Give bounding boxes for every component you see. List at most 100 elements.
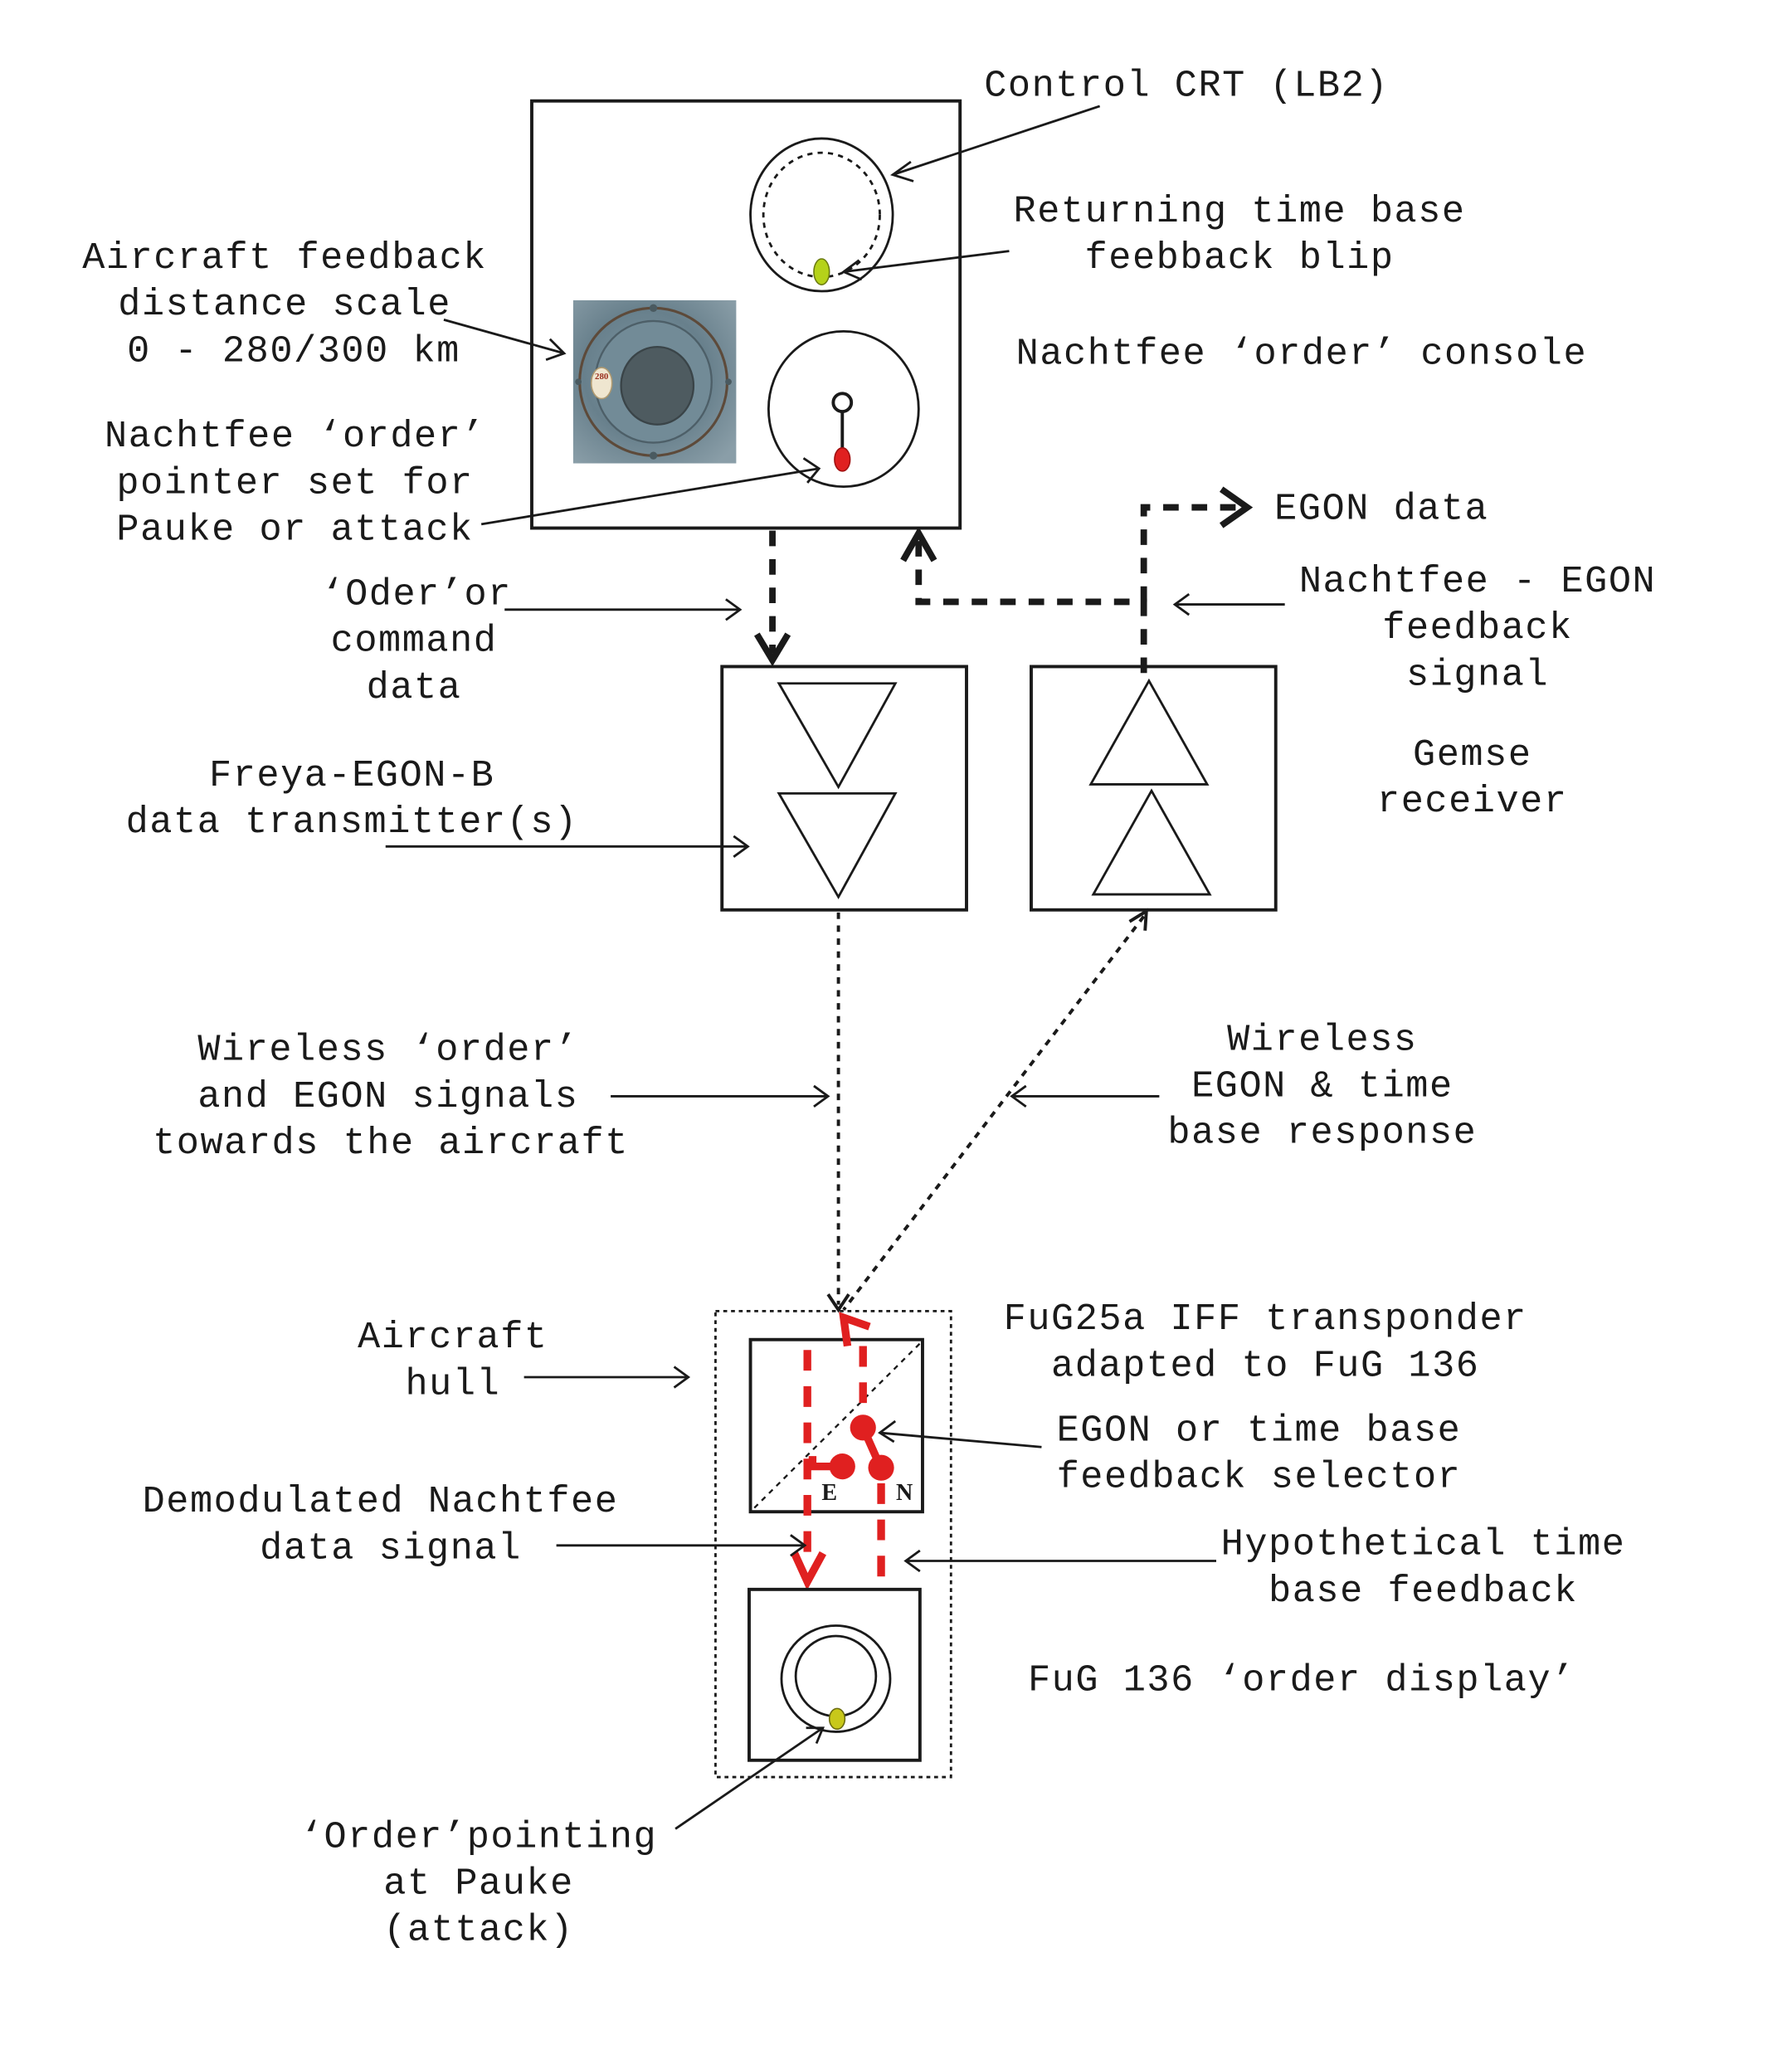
label-text: signal xyxy=(1406,653,1549,696)
transmitter-box xyxy=(720,665,968,912)
transponder-box xyxy=(748,1337,924,1514)
transmitter-antenna-icon xyxy=(777,791,898,900)
label-text: Aircraft feedback xyxy=(82,236,487,280)
control-crt xyxy=(749,137,894,293)
label-text: Demodulated Nachtfee xyxy=(143,1480,619,1523)
arrowhead-icon xyxy=(903,1549,921,1573)
arrowhead-icon xyxy=(790,1534,807,1557)
label-order-console: Nachtfee ‘order’ console xyxy=(1016,332,1588,375)
label-text: Freya-EGON-B xyxy=(209,754,494,797)
label-text: Nachtfee - EGON xyxy=(1299,560,1656,603)
crt-outer-ring xyxy=(749,137,894,293)
label-text: FuG25a IFF transponder xyxy=(1004,1298,1527,1341)
label-text: Wireless xyxy=(1227,1018,1418,1061)
arrowhead-icon xyxy=(889,160,914,183)
label-text: feedback xyxy=(1382,606,1573,650)
arrowhead-icon xyxy=(802,457,821,484)
switch-contact-n xyxy=(868,1454,894,1481)
label-order-display: FuG 136 ‘order display’ xyxy=(1028,1659,1575,1702)
leader-line xyxy=(443,318,565,355)
hull-dotted-outline xyxy=(714,1310,952,1779)
leader-line xyxy=(674,1726,824,1830)
arrowhead-icon xyxy=(1172,592,1191,616)
label-text: towards the aircraft xyxy=(153,1122,629,1165)
arrowhead-up-icon xyxy=(839,1312,871,1347)
order-blip xyxy=(828,1707,846,1731)
pointer-pivot xyxy=(831,392,854,414)
label-oder-command: ‘Oder’or command data xyxy=(321,573,743,709)
leader-line xyxy=(843,250,1010,274)
label-text: receiver xyxy=(1377,780,1568,823)
arrowhead-icon xyxy=(673,1366,691,1389)
arrowhead-down-icon xyxy=(754,632,791,667)
order-pointer-dial xyxy=(767,329,920,489)
screw-icon xyxy=(575,378,582,386)
label-text: distance scale xyxy=(118,283,451,326)
arrowhead-icon xyxy=(545,338,567,362)
label-returning-blip: Returning time base feebback blip xyxy=(841,190,1466,281)
label-text: ‘Oder’or xyxy=(321,573,512,616)
receiver-antenna-icon xyxy=(1091,788,1212,896)
label-fug25a: FuG25a IFF transponder adapted to FuG 13… xyxy=(1004,1298,1527,1387)
label-text: data xyxy=(367,666,462,709)
label-text: pointer set for xyxy=(116,461,473,504)
label-text: adapted to FuG 136 xyxy=(1051,1344,1479,1387)
arrowhead-icon xyxy=(841,259,863,281)
arrowhead-down-icon xyxy=(791,1551,826,1590)
label-text: data signal xyxy=(260,1526,522,1570)
pointer-dial-ring xyxy=(767,329,920,489)
switch-label-e: E xyxy=(821,1480,837,1506)
leader-line xyxy=(480,467,820,526)
label-demodulated: Demodulated Nachtfee data signal xyxy=(143,1480,807,1570)
label-order-pointer: Nachtfee ‘order’ pointer set for Pauke o… xyxy=(105,415,821,552)
feedback-dashed-line xyxy=(915,541,1147,674)
label-order-pointing: ‘Order’pointing at Pauke (attack) xyxy=(300,1726,825,1952)
arrowhead-up-icon xyxy=(1128,908,1148,931)
feedback-link xyxy=(900,526,1147,674)
arrowhead-icon xyxy=(733,835,750,858)
pointer-tip-pauke xyxy=(834,447,851,472)
gemse-receiver xyxy=(1030,665,1278,912)
wireless-order-link xyxy=(826,912,850,1313)
switch-common-contact xyxy=(850,1414,876,1441)
label-text: Returning time base xyxy=(1014,190,1466,233)
label-text: Wireless ‘order’ xyxy=(197,1029,578,1072)
transponder-diagonal xyxy=(753,1342,921,1509)
screw-icon xyxy=(725,378,732,386)
label-egon-data: EGON data xyxy=(1274,488,1488,531)
screw-icon xyxy=(649,304,658,312)
label-text: Control CRT (LB2) xyxy=(984,64,1389,107)
freya-egon-b-transmitter xyxy=(720,665,968,912)
label-aircraft-hull: Aircraft hull xyxy=(358,1316,691,1405)
arrowhead-right-icon xyxy=(1219,486,1254,528)
label-text: EGON or time base xyxy=(1057,1409,1462,1452)
arrowhead-icon xyxy=(878,1419,897,1444)
scale-plate-text: 280 xyxy=(595,372,609,382)
arrowhead-up-icon xyxy=(900,526,937,562)
label-nachtfee-egon-feedback: Nachtfee - EGON feedback signal xyxy=(1172,560,1656,696)
display-inner-ring xyxy=(794,1634,878,1718)
label-wireless-response: Wireless EGON & time base response xyxy=(1010,1018,1476,1155)
switch-label-n: N xyxy=(896,1480,913,1506)
feedback-blip xyxy=(813,258,830,286)
nachtfee-order-console: 280 xyxy=(530,99,962,530)
console-box xyxy=(530,99,962,530)
label-text: Hypothetical time xyxy=(1221,1523,1626,1566)
label-text: (attack) xyxy=(383,1909,574,1952)
label-text: command xyxy=(331,620,498,663)
switch-contact-e xyxy=(829,1453,855,1480)
leader-line xyxy=(879,1431,1042,1449)
label-text: Aircraft xyxy=(358,1316,548,1359)
distance-scale-photo: 280 xyxy=(572,299,737,464)
arrowhead-icon xyxy=(725,598,743,621)
receiver-box xyxy=(1030,665,1278,912)
label-wireless-order: Wireless ‘order’ and EGON signals toward… xyxy=(153,1029,830,1165)
egon-dashed-line xyxy=(1140,504,1236,602)
label-distance-scale: Aircraft feedback distance scale 0 - 280… xyxy=(82,236,567,372)
label-text: Pauke or attack xyxy=(116,509,473,552)
label-text: Gemse xyxy=(1413,733,1531,777)
wireless-uplink-line xyxy=(842,915,1146,1312)
arrowhead-icon xyxy=(1010,1084,1027,1108)
arrowhead-down-icon xyxy=(826,1293,850,1313)
